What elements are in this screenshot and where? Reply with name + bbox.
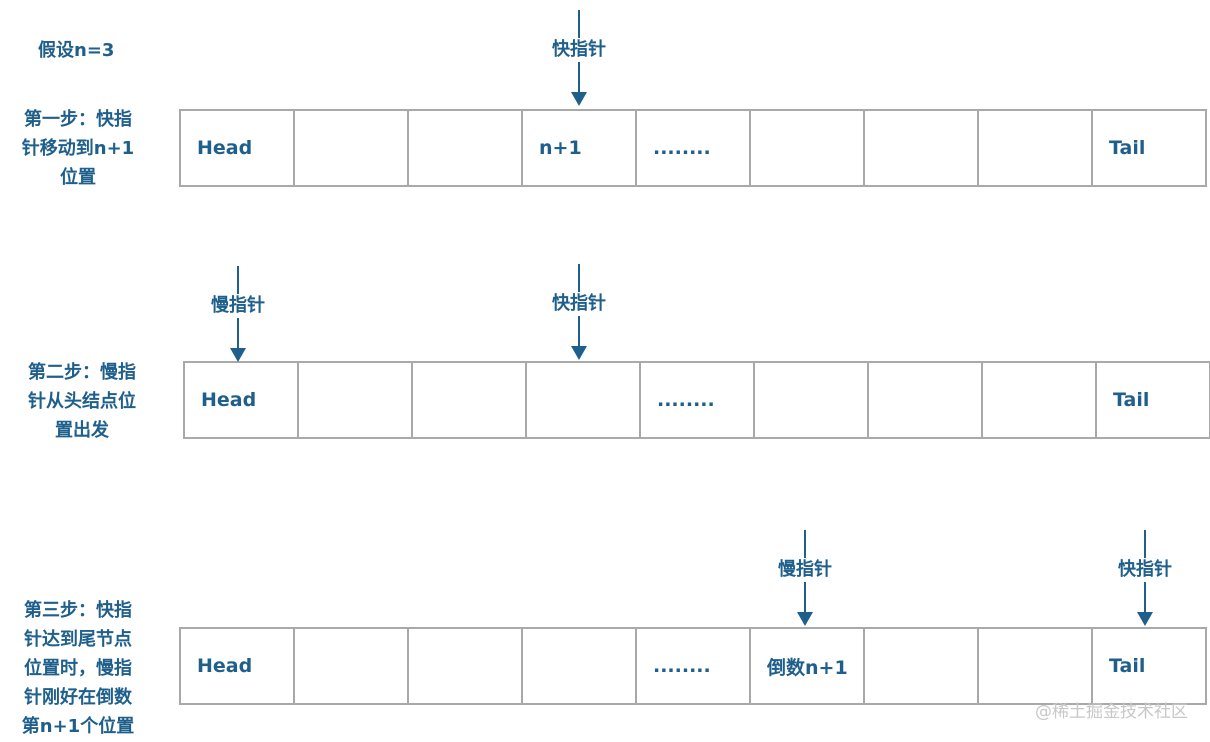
list-node [865,629,979,703]
list-node [979,629,1093,703]
list-node [755,363,869,437]
list-node: Head [181,111,295,185]
step-3-slow-pointer: 慢指针 [765,528,845,628]
step-1-linked-list: Head n+1 ........ Tail [179,109,1207,187]
list-node [299,363,413,437]
list-node [527,363,641,437]
list-node: Tail [1093,111,1207,185]
step-1-label-line-3: 位置 [60,167,96,188]
list-node [983,363,1097,437]
step-3-label-line-5: 第n+1个位置 [21,716,135,737]
step-2-label: 第二步：慢指 针从头结点位 置出发 [18,358,146,445]
list-node: ........ [637,111,751,185]
fast-pointer-label: 快指针 [539,292,619,316]
slow-pointer-label: 慢指针 [765,558,845,582]
step-2-slow-pointer: 慢指针 [198,264,278,364]
list-node [295,629,409,703]
step-3-label-line-2: 针达到尾节点 [24,629,132,650]
step-3-label-line-3: 位置时，慢指 [24,658,132,679]
fast-pointer-label: 快指针 [539,38,619,62]
step-1-label: 第一步：快指 针移动到n+1 位置 [14,105,142,192]
list-node: Head [181,629,295,703]
list-node: ........ [641,363,755,437]
step-1-label-line-1: 第一步：快指 [24,109,132,130]
step-3-label: 第三步：快指 针达到尾节点 位置时，慢指 针刚好在倒数 第n+1个位置 [14,596,142,741]
list-node [865,111,979,185]
list-node [409,629,523,703]
list-node: 倒数n+1 [751,629,865,703]
step-1-fast-pointer: 快指针 [539,8,619,108]
list-node: ........ [637,629,751,703]
step-2-linked-list: Head ........ Tail [183,361,1210,439]
step-2-label-line-2: 针从头结点位 [28,391,136,412]
list-node [523,629,637,703]
step-1-label-line-2: 针移动到n+1 [21,138,135,159]
list-node [979,111,1093,185]
watermark: @稀土掘金技术社区 [1035,702,1188,722]
list-node: Tail [1097,363,1210,437]
list-node: Tail [1093,629,1207,703]
step-3-label-line-4: 针刚好在倒数 [24,687,132,708]
list-node: n+1 [523,111,637,185]
step-2-fast-pointer: 快指针 [539,262,619,362]
step-3-fast-pointer: 快指针 [1105,528,1185,628]
step-2-label-line-1: 第二步：慢指 [28,362,136,383]
list-node [413,363,527,437]
slow-pointer-label: 慢指针 [198,294,278,318]
step-3-linked-list: Head ........ 倒数n+1 Tail [179,627,1207,705]
list-node [295,111,409,185]
list-node [409,111,523,185]
step-2-label-line-3: 置出发 [55,420,109,441]
assumption-label: 假设n=3 [38,40,115,61]
list-node [751,111,865,185]
fast-pointer-label: 快指针 [1105,558,1185,582]
list-node [869,363,983,437]
list-node: Head [185,363,299,437]
step-3-label-line-1: 第三步：快指 [24,600,132,621]
